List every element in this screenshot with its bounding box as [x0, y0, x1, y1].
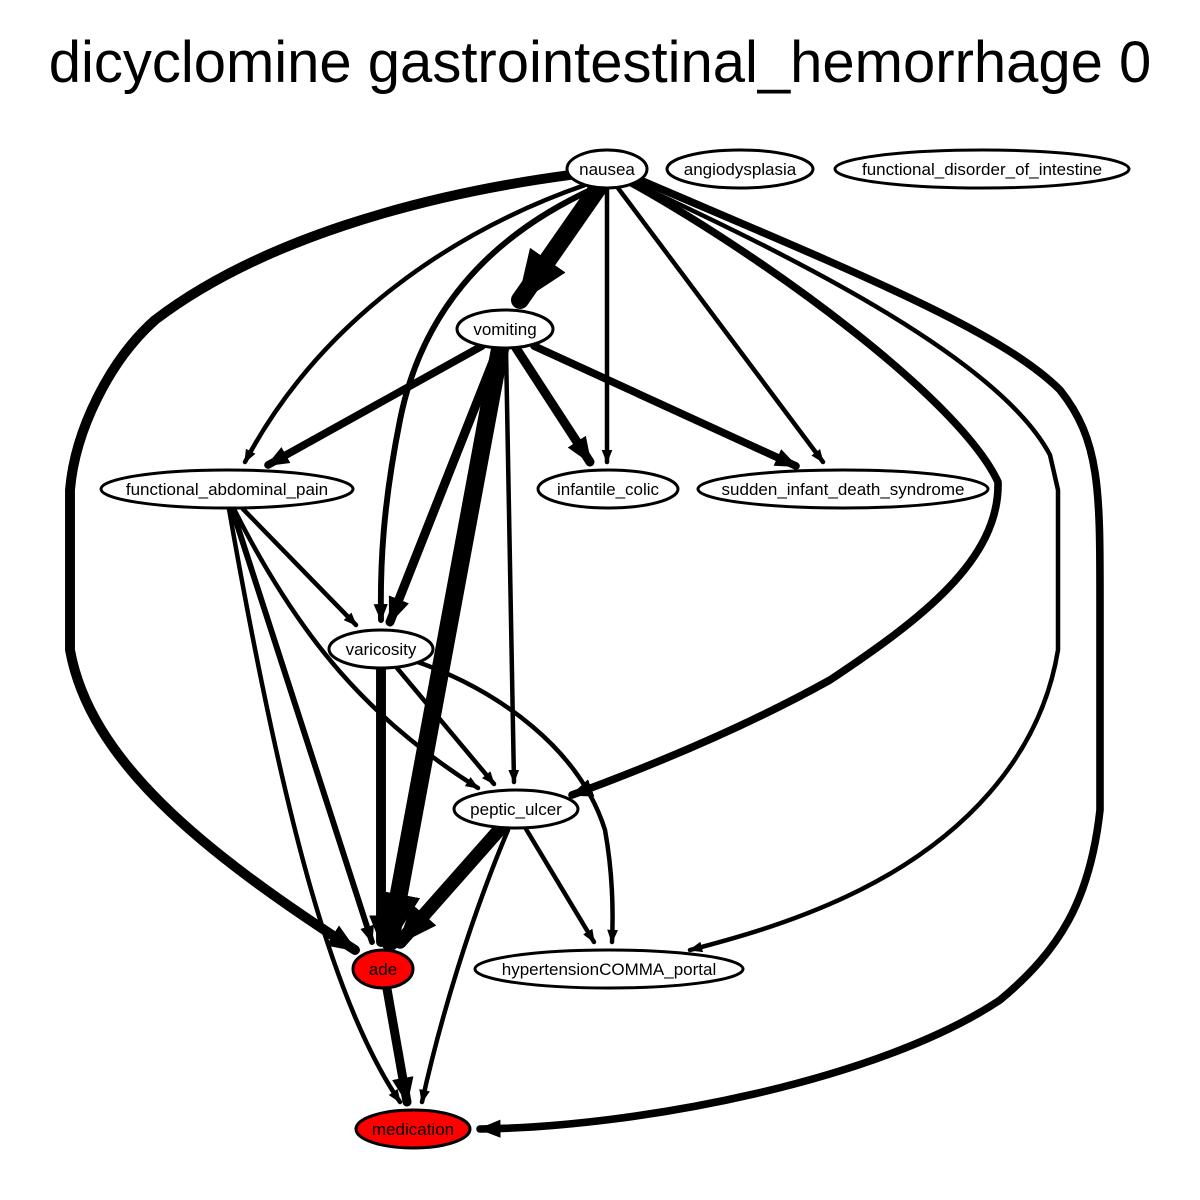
- node-ellipse: [354, 1108, 472, 1150]
- node-ellipse: [351, 948, 415, 990]
- node-functional_abdominal_pain: functional_abdominal_pain: [99, 468, 355, 510]
- edge-functional_abdominal_pain-to-peptic_ulcer: [231, 506, 481, 791]
- node-ellipse: [696, 468, 990, 510]
- node-layer: nausea angiodysplasia functional_disorder_…: [99, 148, 1131, 1150]
- edge-nausea-to-vomiting: [511, 179, 607, 309]
- edge-nausea-to-medication: [476, 176, 1104, 1138]
- node-ellipse: [565, 148, 649, 190]
- node-medication: medication: [354, 1108, 472, 1150]
- edge-functional_abdominal_pain-to-varicosity: [240, 506, 359, 628]
- node-label: nausea: [579, 160, 635, 179]
- edge-layer: [65, 170, 1104, 1138]
- edge-peptic_ulcer-to-hypertensionCOMMA_portal: [523, 826, 597, 945]
- node-ellipse: [833, 148, 1131, 190]
- edge-functional_abdominal_pain-to-ade: [229, 506, 375, 945]
- edge-nausea-to-functional_abdominal_pain: [242, 182, 588, 465]
- edge-ade-to-medication: [382, 984, 414, 1107]
- node-label: varicosity: [346, 640, 417, 659]
- node-functional_disorder_of_intestine: functional_disorder_of_intestine: [833, 148, 1131, 190]
- node-vomiting: vomiting: [455, 308, 555, 350]
- node-label: angiodysplasia: [684, 160, 797, 179]
- node-label: functional_abdominal_pain: [126, 480, 328, 499]
- edge-vomiting-to-varicosity: [385, 344, 503, 627]
- node-ellipse: [99, 468, 355, 510]
- node-varicosity: varicosity: [327, 628, 435, 670]
- node-ellipse: [473, 948, 745, 990]
- graph-title: dicyclomine gastrointestinal_hemorrhage …: [49, 30, 1152, 95]
- edge-vomiting-to-infantile_colic: [511, 343, 595, 467]
- node-angiodysplasia: angiodysplasia: [665, 148, 815, 190]
- node-ellipse: [665, 148, 815, 190]
- edge-vomiting-to-sudden_infant_death_syndrome: [530, 342, 800, 470]
- node-infantile_colic: infantile_colic: [536, 468, 680, 510]
- node-label: functional_disorder_of_intestine: [862, 160, 1102, 179]
- node-label: hypertensionCOMMA_portal: [502, 960, 716, 979]
- node-ellipse: [536, 468, 680, 510]
- edge-nausea-to-ade: [65, 170, 575, 955]
- edge-peptic_ulcer-to-medication: [419, 827, 511, 1105]
- node-ellipse: [452, 788, 580, 830]
- edge-functional_abdominal_pain-to-medication: [226, 506, 403, 1105]
- node-peptic_ulcer: peptic_ulcer: [452, 788, 580, 830]
- edge-nausea-to-hypertensionCOMMA_portal: [633, 181, 1061, 953]
- node-label: vomiting: [473, 320, 536, 339]
- edge-nausea-to-varicosity: [373, 185, 598, 623]
- edge-vomiting-to-functional_abdominal_pain: [264, 342, 486, 469]
- node-label: infantile_colic: [557, 480, 660, 499]
- node-label: medication: [372, 1120, 454, 1139]
- node-ade: ade: [351, 948, 415, 990]
- node-nausea: nausea: [565, 148, 649, 190]
- edge-nausea-to-peptic_ulcer: [568, 178, 1002, 799]
- edge-varicosity-to-hypertensionCOMMA_portal: [409, 657, 618, 945]
- node-sudden_infant_death_syndrome: sudden_infant_death_syndrome: [696, 468, 990, 510]
- node-label: sudden_infant_death_syndrome: [722, 480, 965, 499]
- node-label: peptic_ulcer: [470, 800, 562, 819]
- edge-vomiting-to-peptic_ulcer: [503, 346, 520, 785]
- edge-varicosity-to-peptic_ulcer: [394, 665, 497, 787]
- node-label: ade: [369, 960, 397, 979]
- node-ellipse: [327, 628, 435, 670]
- edge-peptic_ulcer-to-ade: [393, 822, 507, 949]
- edge-nausea-to-sudden_infant_death_syndrome: [615, 185, 826, 465]
- node-hypertensionCOMMA_portal: hypertensionCOMMA_portal: [473, 948, 745, 990]
- node-ellipse: [455, 308, 555, 350]
- edge-vomiting-to-ade: [377, 340, 509, 951]
